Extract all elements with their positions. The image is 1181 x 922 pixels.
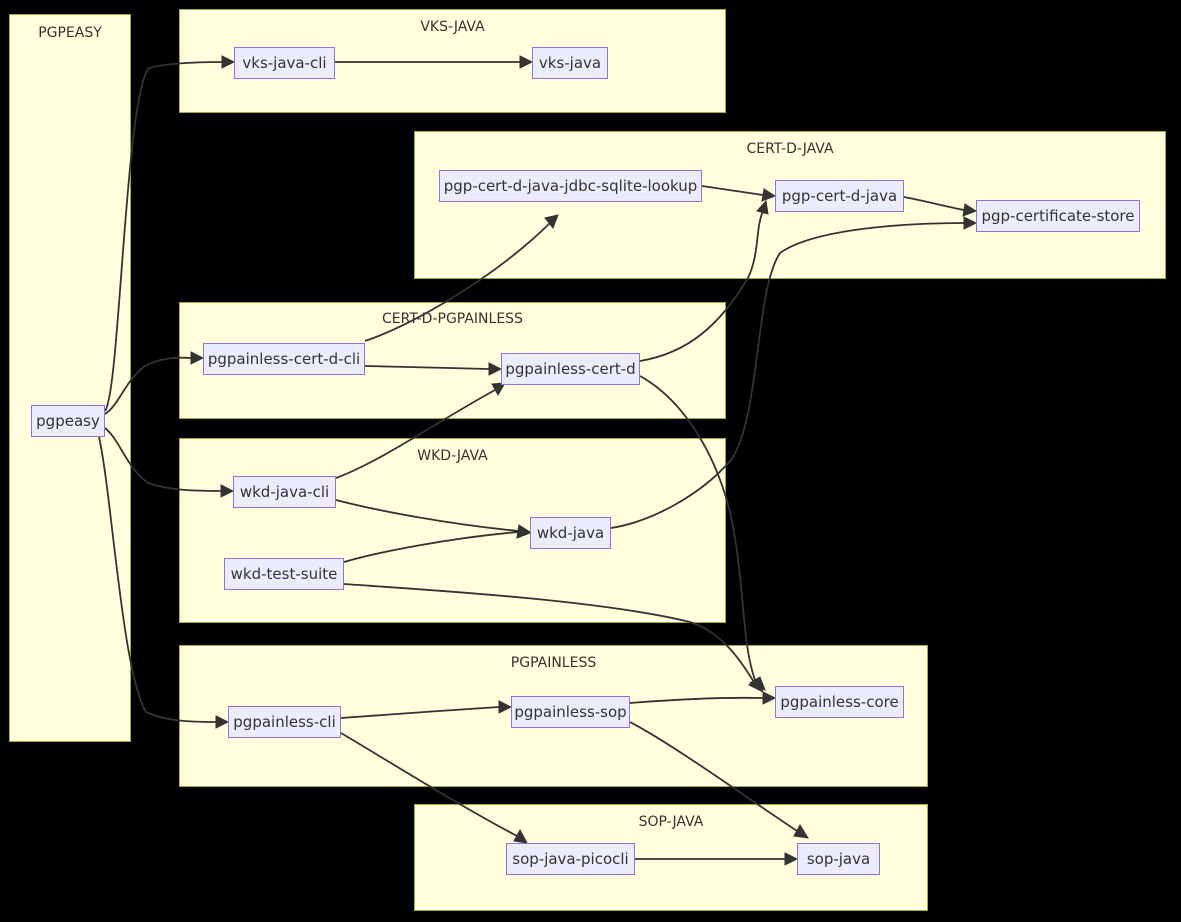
node-label: pgpainless-cli xyxy=(233,713,336,731)
node-pgpainless-cli[interactable]: pgpainless-cli xyxy=(228,706,341,738)
node-pgpainless-sop[interactable]: pgpainless-sop xyxy=(511,696,630,728)
node-label: wkd-test-suite xyxy=(230,565,338,583)
cluster-label-sop_java: SOP-JAVA xyxy=(638,814,704,830)
node-pgpainless-cert-d-cli[interactable]: pgpainless-cert-d-cli xyxy=(203,343,365,375)
node-wkd-java[interactable]: wkd-java xyxy=(530,517,611,549)
node-pgp-certificate-store[interactable]: pgp-certificate-store xyxy=(976,200,1140,232)
node-pgpeasy[interactable]: pgpeasy xyxy=(31,405,105,437)
node-label: pgp-certificate-store xyxy=(981,207,1135,225)
node-label: pgp-cert-d-java-jdbc-sqlite-lookup xyxy=(443,177,698,195)
cluster-label-pgpeasy: PGPEASY xyxy=(38,25,102,41)
node-label: pgpainless-core xyxy=(780,693,899,711)
cluster-label-cert_d_java: CERT-D-JAVA xyxy=(746,141,834,157)
node-pgp-cert-d-java-jdbc-sqlite-lookup[interactable]: pgp-cert-d-java-jdbc-sqlite-lookup xyxy=(439,170,702,202)
node-label: sop-java xyxy=(806,850,871,868)
node-label: pgp-cert-d-java xyxy=(781,187,898,205)
node-pgp-cert-d-java[interactable]: pgp-cert-d-java xyxy=(775,180,904,212)
cluster-wkd_java: WKD-JAVA xyxy=(179,438,726,623)
node-label: wkd-java xyxy=(536,524,605,542)
cluster-label-wkd_java: WKD-JAVA xyxy=(417,448,488,464)
cluster-label-vks_java: VKS-JAVA xyxy=(420,19,485,35)
node-wkd-java-cli[interactable]: wkd-java-cli xyxy=(233,476,336,508)
node-vks-java-cli[interactable]: vks-java-cli xyxy=(234,47,335,79)
node-sop-java[interactable]: sop-java xyxy=(797,843,880,875)
node-vks-java[interactable]: vks-java xyxy=(532,47,608,79)
node-label: pgpeasy xyxy=(36,412,100,430)
node-wkd-test-suite[interactable]: wkd-test-suite xyxy=(224,558,344,590)
cluster-pgpeasy: PGPEASY xyxy=(9,14,131,742)
node-label: pgpainless-cert-d xyxy=(505,360,636,378)
node-pgpainless-cert-d[interactable]: pgpainless-cert-d xyxy=(501,353,640,385)
node-sop-java-picocli[interactable]: sop-java-picocli xyxy=(506,843,635,875)
node-label: sop-java-picocli xyxy=(512,850,629,868)
node-label: pgpainless-sop xyxy=(514,703,627,721)
node-label: wkd-java-cli xyxy=(239,483,330,501)
cluster-label-cert_d_pgpainless: CERT-D-PGPAINLESS xyxy=(382,311,523,327)
node-label: vks-java xyxy=(538,54,602,72)
cluster-label-pgpainless: PGPAINLESS xyxy=(510,655,597,671)
node-pgpainless-core[interactable]: pgpainless-core xyxy=(775,686,904,718)
node-label: vks-java-cli xyxy=(242,54,327,72)
node-label: pgpainless-cert-d-cli xyxy=(207,350,361,368)
